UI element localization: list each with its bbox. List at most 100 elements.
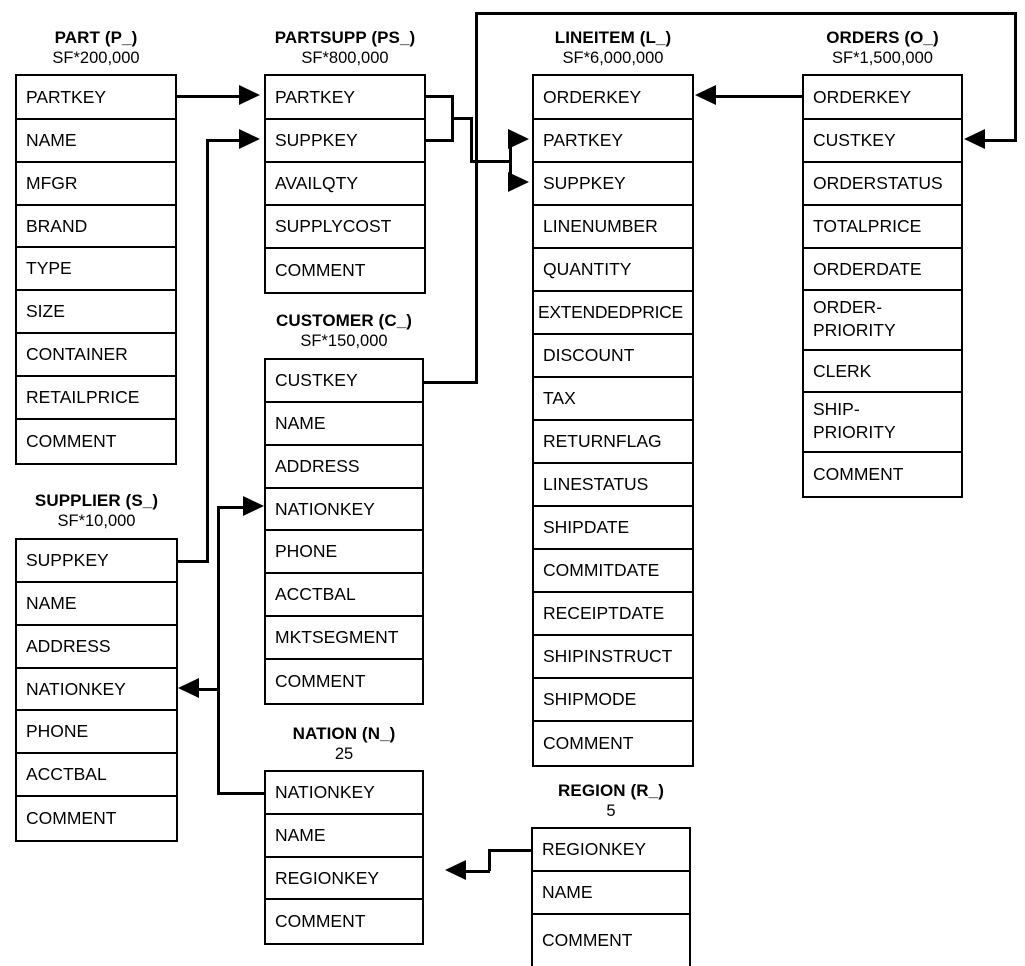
entity-lineitem-title: LINEITEM (L_) [554, 28, 672, 47]
attr-partsupp-partkey: PARTKEY [266, 76, 424, 120]
entity-lineitem-cardinality: SF*6,000,000 [562, 49, 664, 67]
entity-part-cardinality: SF*200,000 [52, 49, 140, 67]
connector-nation-bus [217, 506, 220, 795]
attr-supplier-comment: COMMENT [17, 797, 176, 840]
attr-orders-orderstatus: ORDERSTATUS [804, 163, 961, 206]
attr-customer-name: NAME [266, 403, 422, 446]
attr-part-partkey: PARTKEY [17, 76, 175, 120]
attr-partsupp-availqty: AVAILQTY [266, 163, 424, 206]
connector-nation-to-customer [217, 506, 246, 509]
attr-orders-orderpriority-line1: ORDER- [813, 297, 883, 317]
attr-supplier-phone: PHONE [17, 711, 176, 754]
connector-region-step [488, 849, 491, 871]
connector-partsupp-drop [470, 117, 473, 161]
attr-partsupp-comment: COMMENT [266, 249, 424, 292]
entity-customer-cardinality: SF*150,000 [300, 332, 388, 350]
arrowhead-nation-regionkey [445, 860, 466, 880]
connector-orders-custkey-in [985, 139, 1017, 142]
connector-supplier-suppkey-in [206, 139, 240, 142]
attr-lineitem-linenumber: LINENUMBER [534, 206, 692, 249]
connector-lineitem-fork-bar [509, 139, 512, 182]
attr-customer-address: ADDRESS [266, 446, 422, 489]
attr-nation-name: NAME [266, 815, 422, 858]
attr-part-size: SIZE [17, 291, 175, 334]
attr-lineitem-extendedprice: EXTENDEDPRICE [534, 292, 692, 335]
entity-lineitem-box: ORDERKEY PARTKEY SUPPKEY LINENUMBER QUAN… [532, 74, 694, 767]
attr-lineitem-shipmode: SHIPMODE [534, 679, 692, 722]
attr-part-container: CONTAINER [17, 334, 175, 377]
attr-partsupp-supplycost: SUPPLYCOST [266, 206, 424, 249]
entity-nation-cardinality: 25 [334, 745, 354, 763]
arrowhead-supplier-nationkey [178, 678, 199, 698]
attr-lineitem-shipdate: SHIPDATE [534, 507, 692, 550]
attr-customer-phone: PHONE [266, 531, 422, 574]
attr-orders-totalprice: TOTALPRICE [804, 206, 961, 249]
connector-supplier-suppkey-riser [206, 139, 209, 563]
attr-supplier-nationkey: NATIONKEY [17, 669, 176, 711]
attr-lineitem-returnflag: RETURNFLAG [534, 421, 692, 464]
attr-orders-orderpriority: ORDER- PRIORITY [804, 291, 961, 351]
attr-region-comment: COMMENT [533, 915, 689, 965]
entity-partsupp-title: PARTSUPP (PS_) [274, 28, 416, 47]
connector-customer-orders-top [475, 12, 1017, 15]
connector-customer-custkey-riser [475, 12, 478, 384]
entity-part-title: PART (P_) [54, 28, 138, 47]
attr-lineitem-commitdate: COMMITDATE [534, 550, 692, 593]
attr-lineitem-shipinstruct: SHIPINSTRUCT [534, 636, 692, 679]
arrowhead-lineitem-suppkey [508, 172, 529, 192]
attr-lineitem-linestatus: LINESTATUS [534, 464, 692, 507]
attr-partsupp-suppkey: SUPPKEY [266, 120, 424, 163]
attr-part-comment: COMMENT [17, 420, 175, 463]
entity-orders-box: ORDERKEY CUSTKEY ORDERSTATUS TOTALPRICE … [802, 74, 963, 498]
attr-orders-orderdate: ORDERDATE [804, 249, 961, 291]
attr-orders-orderkey: ORDERKEY [804, 76, 961, 120]
entity-region-box: REGIONKEY NAME COMMENT [531, 827, 691, 966]
entity-partsupp-cardinality: SF*800,000 [301, 49, 389, 67]
entity-nation-box: NATIONKEY NAME REGIONKEY COMMENT [264, 770, 424, 945]
connector-supplier-suppkey-out [178, 560, 209, 563]
attr-lineitem-orderkey: ORDERKEY [534, 76, 692, 120]
entity-part-box: PARTKEY NAME MFGR BRAND TYPE SIZE CONTAI… [15, 74, 177, 465]
arrowhead-lineitem-orderkey [695, 85, 716, 105]
connector-partsupp-partkey-out [426, 95, 454, 98]
attr-lineitem-tax: TAX [534, 378, 692, 421]
attr-orders-orderpriority-line2: PRIORITY [813, 320, 896, 340]
connector-customer-custkey-out [424, 381, 478, 384]
attr-lineitem-comment: COMMENT [534, 722, 692, 765]
arrowhead-customer-nationkey [243, 496, 264, 516]
connector-orders-custkey-drop [1014, 12, 1017, 140]
entity-partsupp-box: PARTKEY SUPPKEY AVAILQTY SUPPLYCOST COMM… [264, 74, 426, 294]
entity-supplier-cardinality: SF*10,000 [57, 512, 136, 530]
attr-customer-acctbal: ACCTBAL [266, 574, 422, 617]
attr-supplier-name: NAME [17, 583, 176, 626]
attr-customer-custkey: CUSTKEY [266, 360, 422, 403]
attr-region-name: NAME [533, 872, 689, 915]
attr-nation-nationkey: NATIONKEY [266, 772, 422, 815]
attr-orders-clerk: CLERK [804, 351, 961, 393]
entity-nation-title: NATION (N_) [292, 724, 396, 743]
connector-partsupp-suppkey-out [426, 139, 454, 142]
arrowhead-partsupp-partkey [239, 85, 260, 105]
entity-orders-title: ORDERS (O_) [826, 28, 939, 47]
connector-partsupp-merge-mid [451, 117, 473, 120]
attr-lineitem-suppkey: SUPPKEY [534, 163, 692, 206]
attr-orders-shippriority: SHIP- PRIORITY [804, 393, 961, 453]
attr-supplier-address: ADDRESS [17, 626, 176, 669]
entity-region-cardinality: 5 [606, 802, 616, 820]
attr-orders-comment: COMMENT [804, 453, 961, 496]
attr-region-regionkey: REGIONKEY [533, 829, 689, 872]
attr-part-name: NAME [17, 120, 175, 163]
attr-part-brand: BRAND [17, 206, 175, 248]
attr-orders-shippriority-line2: PRIORITY [813, 422, 896, 442]
arrowhead-lineitem-partkey [508, 129, 529, 149]
attr-part-retailprice: RETAILPRICE [17, 377, 175, 420]
attr-lineitem-receiptdate: RECEIPTDATE [534, 593, 692, 636]
entity-supplier-box: SUPPKEY NAME ADDRESS NATIONKEY PHONE ACC… [15, 538, 178, 842]
attr-nation-regionkey: REGIONKEY [266, 858, 422, 900]
connector-orders-lineitem [716, 95, 802, 98]
entity-customer-title: CUSTOMER (C_) [275, 311, 413, 330]
attr-lineitem-quantity: QUANTITY [534, 249, 692, 292]
connector-nation-to-supplier [198, 688, 219, 691]
attr-part-type: TYPE [17, 248, 175, 291]
attr-lineitem-discount: DISCOUNT [534, 335, 692, 378]
